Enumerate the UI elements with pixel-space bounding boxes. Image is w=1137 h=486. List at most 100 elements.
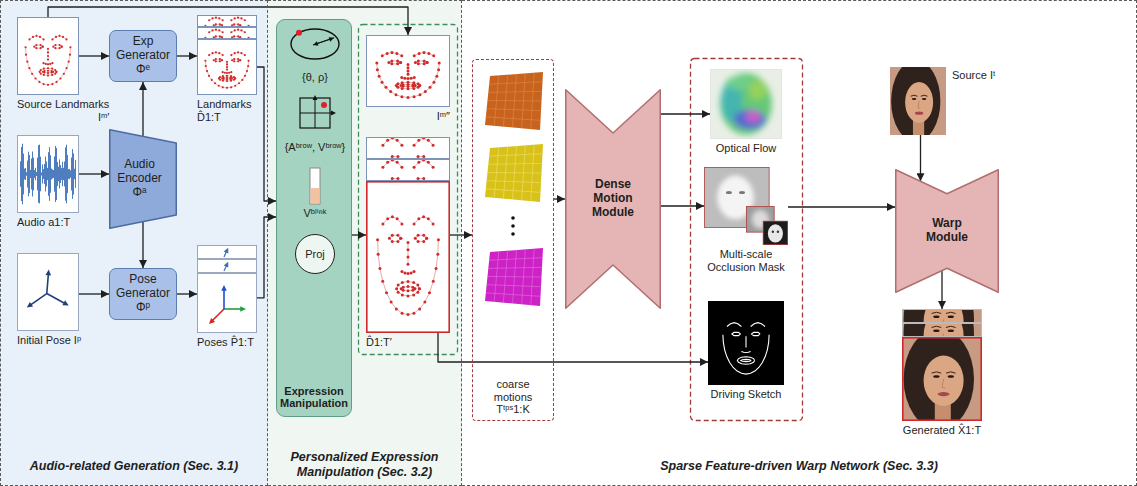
clipped-group <box>204 29 249 39</box>
landmark-dot <box>407 263 410 266</box>
node-label: Warp Module <box>915 217 979 245</box>
waveform-bar <box>41 172 42 175</box>
landmark-dot <box>423 62 426 65</box>
node-art <box>197 15 257 95</box>
landmark-dot <box>237 51 239 53</box>
eyebrow <box>932 326 942 327</box>
landmark-dot <box>407 73 410 76</box>
landmark-dot <box>215 58 217 60</box>
landmark-dot <box>222 77 224 79</box>
frame-bg <box>17 17 79 95</box>
figure-caption: Iᵐ″ <box>437 110 450 123</box>
vector-arrowhead <box>313 95 318 100</box>
landmark-dot <box>47 59 49 61</box>
connector-arrow <box>142 222 143 268</box>
text-block: Poses P̂1:T <box>197 336 254 349</box>
landmark-dot <box>219 60 221 62</box>
patch-grid <box>487 109 541 111</box>
landmark-dot <box>381 280 384 283</box>
vector-arrow <box>223 289 225 309</box>
flow-bg <box>710 69 782 139</box>
section-title: Sparse Feature-driven Warp Network (Sec.… <box>660 459 938 473</box>
landmark-dot <box>432 280 435 283</box>
landmark-dot <box>51 62 53 64</box>
motion-patch <box>485 248 543 306</box>
eyebrow <box>911 95 918 96</box>
frame-border <box>763 221 787 244</box>
art-group <box>17 135 79 213</box>
landmark-dot <box>391 240 394 243</box>
clipped-group <box>902 309 982 323</box>
landmark-dot <box>391 215 394 218</box>
landmark-dot <box>414 84 417 87</box>
landmark-dot <box>427 161 430 164</box>
landmark-dot <box>215 29 217 31</box>
landmark-dot <box>42 46 44 48</box>
landmark-dot <box>47 67 49 69</box>
eye <box>948 330 954 333</box>
art-group <box>566 90 661 309</box>
waveform-bar <box>72 149 73 199</box>
mask-eye <box>772 231 774 233</box>
landmark-dot <box>68 61 70 63</box>
landmark-dot <box>386 217 389 220</box>
landmark-dot <box>234 85 236 87</box>
landmark-dot <box>388 237 391 240</box>
clipped-group <box>27 270 69 308</box>
landmark-dot <box>231 59 233 61</box>
mask-eye <box>726 191 732 194</box>
landmark-dot <box>43 68 45 70</box>
landmark-dot <box>391 51 394 54</box>
landmark-dot <box>417 62 420 65</box>
landmark-line <box>402 77 414 79</box>
landmark-dot <box>204 60 206 62</box>
clipped-group <box>704 167 770 228</box>
landmark-dot <box>51 38 53 40</box>
landmark-dot <box>54 44 56 46</box>
waveform-bar <box>39 145 40 204</box>
landmark-line <box>26 47 71 84</box>
node-art <box>890 67 946 135</box>
landmark-dot <box>219 58 221 60</box>
waveform-bar <box>66 145 67 204</box>
face-skin <box>905 82 933 123</box>
landmark-dot <box>222 31 224 33</box>
vector-arrow <box>316 38 334 44</box>
landmark-dot <box>396 161 399 164</box>
landmark-dot <box>432 222 435 225</box>
vector-arrowhead <box>221 285 227 291</box>
landmark-dot <box>413 95 416 98</box>
lips <box>915 112 923 115</box>
landmark-dot <box>69 54 71 56</box>
mask-face <box>768 224 783 242</box>
group-outline <box>691 59 803 421</box>
landmark-dot <box>221 59 223 61</box>
clipped-group <box>902 323 982 337</box>
waveform-bar <box>22 144 23 205</box>
frame-border <box>709 302 784 385</box>
patch-grid <box>531 249 534 305</box>
waveform-bar <box>44 164 45 184</box>
frame-bg <box>366 159 450 181</box>
waveform-bar <box>67 155 68 193</box>
text-block: Audio EncoderΦᵃ <box>109 129 177 229</box>
landmark-dot <box>247 65 249 67</box>
landmark-dot <box>402 83 405 86</box>
art-group <box>890 60 946 142</box>
flow-field <box>720 73 772 135</box>
landmark-dot <box>416 284 419 287</box>
red-marker <box>296 30 302 36</box>
landmark-dot <box>437 238 440 241</box>
landmark-dot <box>218 85 220 87</box>
node-label: coarse motions Tᵗᵖˢ1:K <box>476 378 550 416</box>
landmark-dot <box>244 31 246 33</box>
landmark-dot <box>237 23 239 25</box>
eye <box>912 98 916 100</box>
connector-arrow <box>661 205 704 206</box>
frame-bg <box>197 39 257 95</box>
clipped-group <box>376 159 440 181</box>
landmark-dot <box>397 284 400 287</box>
frame-border <box>367 182 449 332</box>
sketch-bg <box>708 301 784 385</box>
landmark-dot <box>395 52 398 55</box>
